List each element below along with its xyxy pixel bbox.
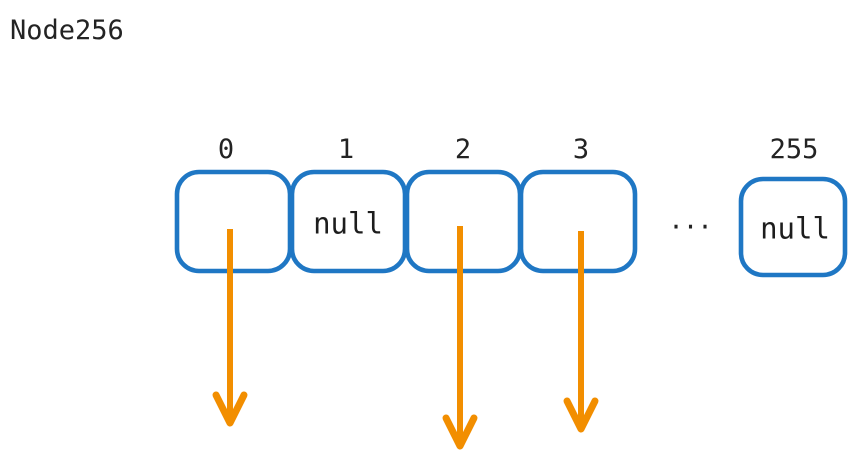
slot-255-index-label: 255 — [769, 134, 819, 165]
pointer-arrow-slot-2 — [442, 226, 478, 450]
slot-0-box[interactable] — [174, 169, 293, 274]
slot-0-index-label: 0 — [217, 134, 235, 165]
slot-2-box[interactable] — [404, 169, 523, 274]
pointer-arrow-slot-3 — [563, 231, 599, 433]
slot-1-index-label: 1 — [337, 134, 355, 165]
pointer-arrow-slot-0 — [212, 229, 248, 427]
slot-1-value: null — [313, 206, 383, 241]
slot-255-value: null — [760, 211, 830, 246]
slot-3-index-label: 3 — [572, 134, 590, 165]
slot-255-box[interactable] — [738, 176, 848, 278]
more-slots-ellipsis: ··· — [671, 210, 715, 245]
slot-2-index-label: 2 — [454, 134, 472, 165]
page-title: Node256 — [10, 15, 124, 46]
